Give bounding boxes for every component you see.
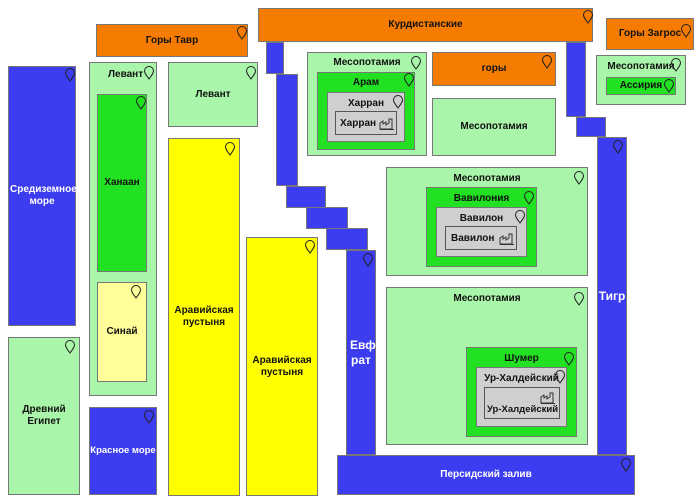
mesopotamia-mid-region: Месопотамия bbox=[432, 98, 556, 156]
map-pin-icon[interactable] bbox=[224, 142, 236, 156]
canaan-label: Ханаан bbox=[104, 177, 140, 188]
canaan-region: Ханаан bbox=[97, 94, 147, 272]
map-pin-icon[interactable] bbox=[135, 96, 147, 110]
taurus-mountains: Горы Тавр bbox=[96, 24, 248, 57]
mountains-box: горы bbox=[432, 52, 556, 86]
euphrates-segment bbox=[286, 186, 326, 208]
mesopotamia-babylon-label: Месопотамия bbox=[453, 173, 521, 184]
map-pin-icon[interactable] bbox=[362, 253, 374, 267]
map-pin-icon[interactable] bbox=[620, 458, 632, 472]
map-pin-icon[interactable] bbox=[410, 56, 422, 70]
map-pin-icon[interactable] bbox=[130, 285, 142, 299]
ancient-egypt: Древний Египет bbox=[8, 337, 80, 495]
ur-label: Ур-Халдейский bbox=[487, 404, 559, 415]
taurus-label: Горы Тавр bbox=[145, 34, 199, 46]
map-pin-icon[interactable] bbox=[245, 66, 257, 80]
kurdistan-label: Курдистанские bbox=[388, 19, 463, 30]
harran-city: Харран bbox=[335, 111, 397, 135]
assyria-label: Ассирия bbox=[619, 80, 663, 91]
babylonia-label: Вавилония bbox=[453, 193, 510, 204]
map-pin-icon[interactable] bbox=[514, 210, 526, 224]
map-pin-icon[interactable] bbox=[563, 352, 575, 366]
tigris-segment bbox=[576, 117, 606, 137]
arabian-desert-1: Аравийская пустыня bbox=[168, 138, 240, 496]
persian-gulf: Персидский залив bbox=[337, 455, 635, 495]
map-pin-icon[interactable] bbox=[612, 140, 624, 154]
egypt-label: Древний Египет bbox=[22, 404, 66, 427]
sinai-region: Синай bbox=[97, 282, 147, 382]
map-pin-icon[interactable] bbox=[541, 55, 553, 69]
babylon-city: Вавилон bbox=[445, 226, 517, 250]
euphrates-segment bbox=[326, 228, 368, 250]
mesopotamia-right-label: Месопотамия bbox=[607, 61, 675, 72]
red-sea: Красное море bbox=[89, 407, 157, 495]
map-pin-icon[interactable] bbox=[573, 171, 585, 185]
aram-label: Арам bbox=[352, 77, 380, 88]
babylon-label: Вавилон bbox=[451, 233, 495, 244]
euphrates-label: Евф рат bbox=[350, 337, 376, 367]
mesopotamia-mid-label: Месопотамия bbox=[460, 121, 528, 132]
levant-group-label: Левант bbox=[108, 69, 144, 80]
tigris-river: Тигр bbox=[597, 137, 627, 455]
harran-label: Харран bbox=[340, 118, 377, 129]
map-pin-icon[interactable] bbox=[670, 58, 682, 72]
zagros-mountains: Горы Загрос bbox=[606, 18, 694, 50]
kurdistan-mountains: Курдистанские bbox=[258, 8, 593, 42]
map-pin-icon[interactable] bbox=[663, 79, 675, 93]
mediterranean-sea: Средиземное море bbox=[8, 66, 77, 326]
map-pin-icon[interactable] bbox=[403, 73, 415, 87]
mesopotamia-top-label: Месопотамия bbox=[333, 57, 401, 68]
levant-region: Левант bbox=[168, 62, 258, 127]
map-pin-icon[interactable] bbox=[392, 95, 404, 109]
assyria-state: Ассирия bbox=[606, 77, 676, 95]
map-pin-icon[interactable] bbox=[573, 292, 585, 306]
euphrates-segment bbox=[306, 207, 348, 229]
levant-label: Левант bbox=[195, 88, 231, 100]
map-pin-icon[interactable] bbox=[680, 24, 692, 38]
arabian-desert-2-label: Аравийская пустыня bbox=[252, 354, 312, 378]
map-pin-icon[interactable] bbox=[554, 370, 566, 384]
sumer-label: Шумер bbox=[504, 353, 539, 364]
map-pin-icon[interactable] bbox=[523, 191, 535, 205]
mountains-label: горы bbox=[481, 63, 507, 74]
tigris-label: Тигр bbox=[598, 289, 626, 303]
euphrates-segment bbox=[276, 74, 298, 186]
map-pin-icon[interactable] bbox=[236, 26, 248, 40]
map-pin-icon[interactable] bbox=[143, 410, 155, 424]
tigris-segment bbox=[566, 42, 586, 117]
euphrates-segment bbox=[266, 42, 284, 74]
arabian-desert-1-label: Аравийская пустыня bbox=[174, 305, 234, 328]
map-pin-icon[interactable] bbox=[64, 340, 76, 354]
harran-group-label: Харран bbox=[347, 98, 385, 109]
map-pin-icon[interactable] bbox=[143, 66, 155, 80]
factory-icon bbox=[540, 392, 556, 404]
factory-icon bbox=[379, 118, 395, 130]
euphrates-river: Евф рат bbox=[346, 250, 376, 455]
red-sea-label: Красное море bbox=[90, 445, 156, 456]
map-pin-icon[interactable] bbox=[304, 240, 316, 254]
sinai-label: Синай bbox=[106, 326, 138, 337]
mediterranean-label: Средиземное море bbox=[10, 184, 77, 207]
mesopotamia-bottom-label: Месопотамия bbox=[453, 293, 521, 304]
babylon-group-label: Вавилон bbox=[459, 213, 504, 224]
factory-icon bbox=[499, 233, 515, 245]
zagros-label: Горы Загрос bbox=[618, 28, 682, 39]
map-pin-icon[interactable] bbox=[64, 68, 76, 82]
arabian-desert-2: Аравийская пустыня bbox=[246, 237, 318, 496]
map-pin-icon[interactable] bbox=[582, 10, 594, 24]
ur-group-label: Ур-Халдейский bbox=[484, 373, 559, 384]
persian-gulf-label: Персидский залив bbox=[440, 469, 532, 480]
